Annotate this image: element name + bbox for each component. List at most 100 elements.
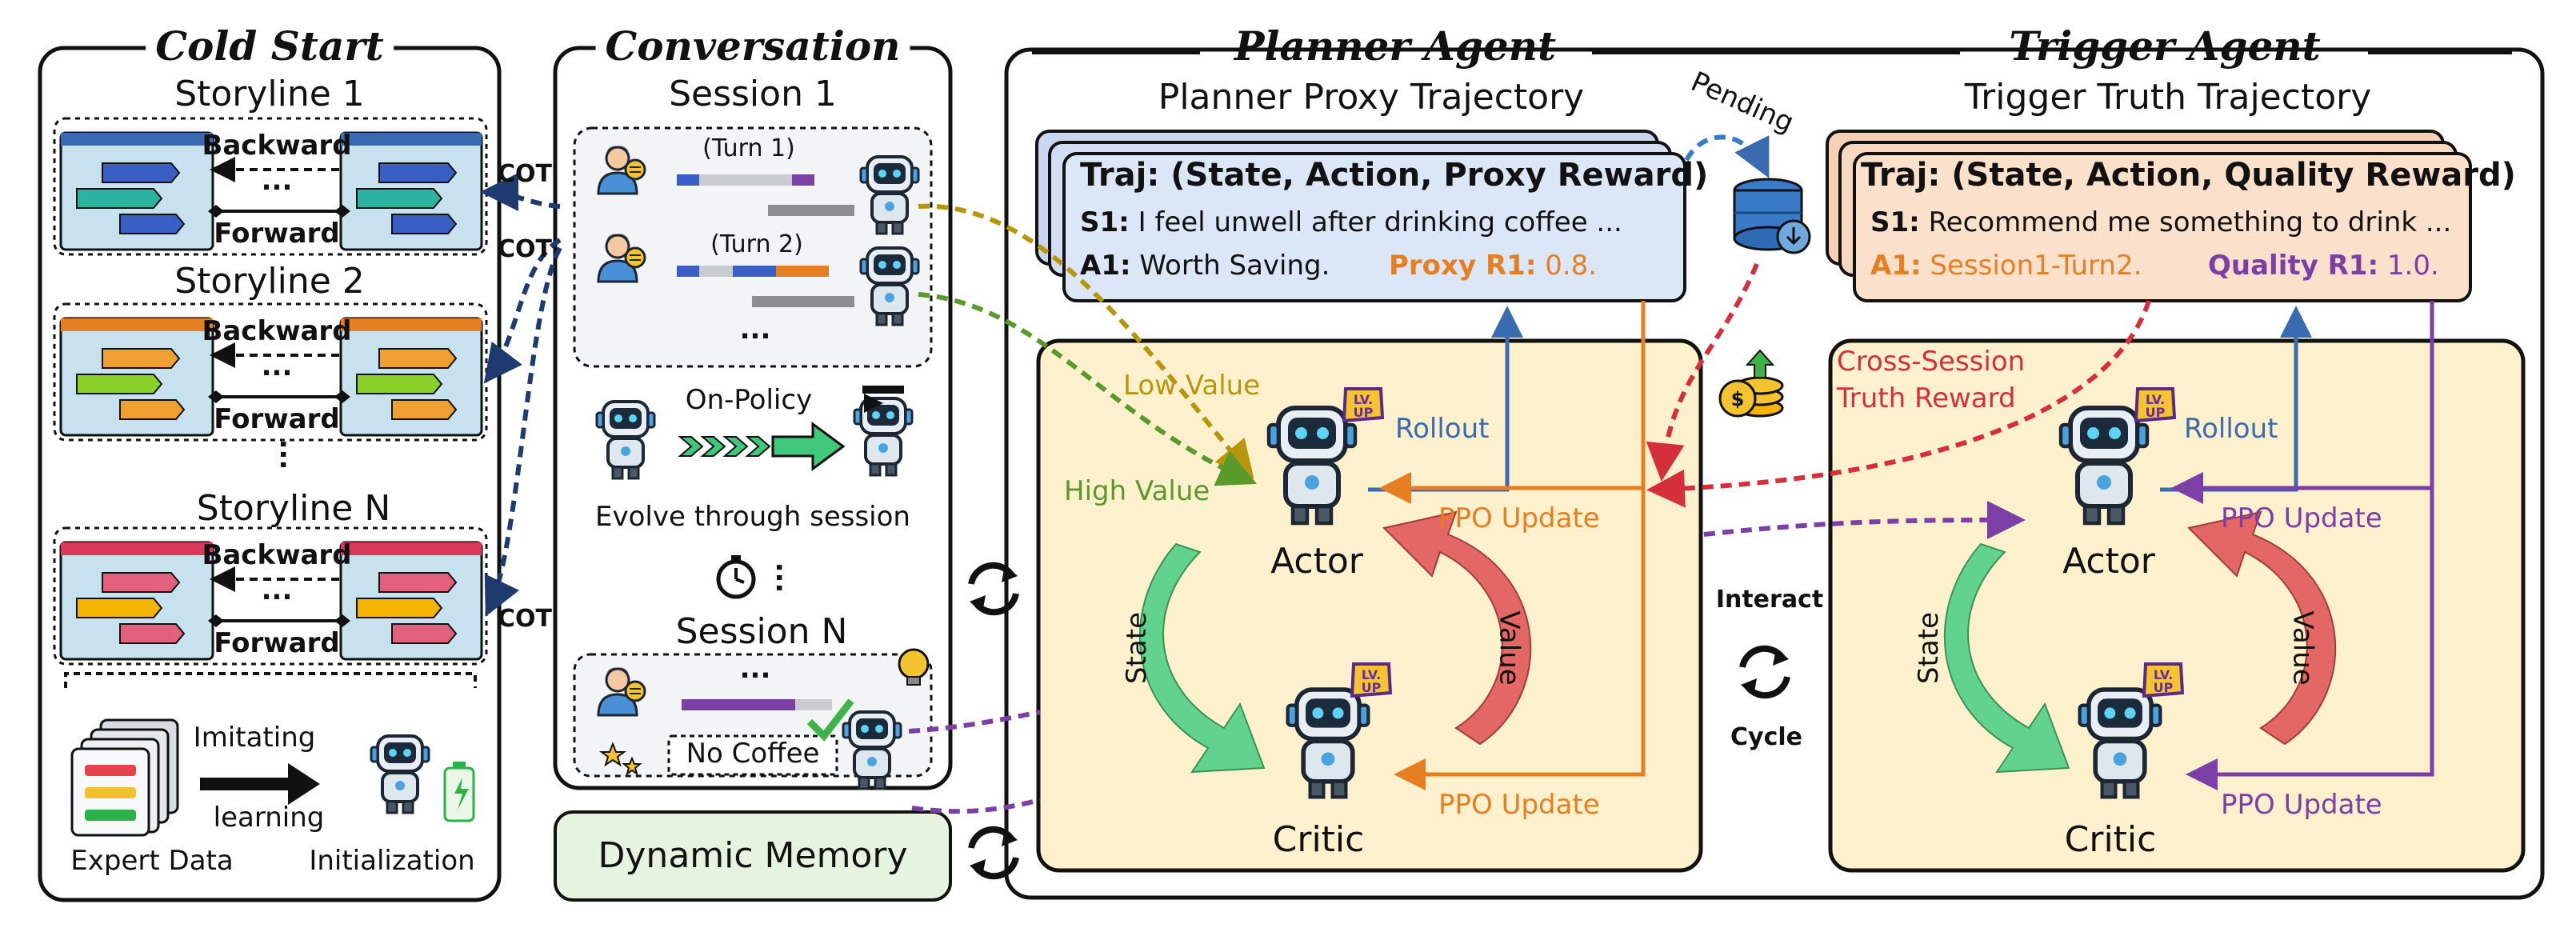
cold-start-title: Cold Start [146, 22, 394, 70]
on-policy-arrow [678, 422, 846, 471]
forward-label: Forward [214, 403, 340, 435]
truth-a1-key: A1: [1870, 250, 1922, 282]
stars-icon [599, 742, 642, 776]
planner-ppo-update-arrow [1394, 301, 1646, 790]
trigger-critic-label: Critic [2064, 819, 2157, 860]
proxy-trajectory-card [1035, 130, 1686, 302]
cot-arrow-2 [483, 238, 562, 384]
trigger-ppo-update-label: PPO Update [2221, 789, 2382, 821]
forward-label: Forward [214, 218, 340, 250]
svg-text:$: $ [1731, 388, 1745, 410]
proxy-a1-key: A1: [1080, 250, 1131, 282]
planner-ppo-update-label: PPO Update [1438, 789, 1600, 821]
learning-label: learning [213, 802, 325, 834]
session-n-ellipsis: ... [739, 653, 771, 685]
truth-a1-text: Session1-Turn2. [1930, 250, 2142, 282]
evolve-label: Evolve through session [595, 501, 910, 533]
forward-label: Forward [214, 627, 340, 659]
truth-r1-value: 1.0. [2386, 250, 2439, 282]
dynamic-memory-box [554, 810, 952, 902]
imitation-bracket [64, 672, 477, 688]
planner-value-label: Value [1493, 610, 1526, 686]
proxy-a1-text: Worth Saving. [1139, 250, 1330, 282]
check-icon [806, 698, 854, 742]
cycle-label: Cycle [1730, 723, 1802, 751]
pending-to-planner-arrow [1646, 262, 1759, 482]
planner-state-arrow [1138, 542, 1266, 774]
turn-1-bar [677, 174, 854, 216]
low-value-label: Low Value [1123, 370, 1261, 402]
trigger-value-label: Value [2286, 610, 2319, 686]
planner-critic-label: Critic [1272, 819, 1365, 860]
trigger-state-label: State [1913, 612, 1945, 684]
imitating-arrow [200, 763, 320, 805]
no-coffee-label: No Coffee [686, 738, 820, 770]
turn-2-label: (Turn 2) [710, 230, 803, 258]
high-value-label: High Value [1064, 475, 1210, 507]
proxy-traj-heading: Traj: (State, Action, Proxy Reward) [1080, 157, 1709, 194]
backward-label: Backward [202, 130, 352, 162]
dynamic-memory-label: Dynamic Memory [598, 835, 908, 876]
planner-value-arrow [1382, 510, 1532, 746]
session-n-label: Session N [675, 611, 848, 652]
ellipsis: ... [261, 574, 293, 606]
vertical-ellipsis: ... [274, 438, 306, 470]
imitating-label: Imitating [193, 722, 316, 754]
on-policy-label: On-Policy [685, 384, 813, 416]
truth-r1-key: Quality R1: [2208, 250, 2379, 282]
cross-session-label: Cross-Session [1837, 346, 2026, 378]
planner-proxy-subtitle: Planner Proxy Trajectory [1158, 77, 1585, 118]
memory-link-arrow [911, 798, 1041, 814]
trigger-ppo-update-label: PPO Update [2221, 502, 2382, 534]
truth-s1-key: S1: [1870, 206, 1920, 238]
cross-session-reward-arrow [1646, 300, 2151, 508]
trigger-ppo-update-arrow [2186, 301, 2434, 790]
storyline-2-box [53, 302, 488, 442]
storyline-n-label: Storyline N [196, 488, 391, 529]
conversation-title: Conversation [595, 22, 910, 70]
lvup-badge-icon [2134, 387, 2176, 422]
planner-agent-title: Planner Agent [1234, 22, 1557, 70]
trigger-state-arrow [1943, 542, 2070, 774]
proxy-s1-text: I feel unwell after drinking coffee ... [1138, 206, 1622, 238]
planner-ppo-update-label: PPO Update [1438, 502, 1600, 534]
planner-rollout-label: Rollout [1395, 413, 1490, 445]
session-n-to-planner-arrow [908, 710, 1041, 734]
pending-arrow [1684, 134, 1770, 178]
planner-actor-label: Actor [1270, 541, 1363, 582]
proxy-s1-key: S1: [1080, 206, 1130, 238]
cot-label: COT [498, 160, 552, 188]
planner-state-label: State [1121, 612, 1153, 684]
interact-label: Interact [1715, 586, 1824, 614]
proxy-r1-key: Proxy R1: [1389, 250, 1537, 282]
lightbulb-icon [898, 648, 930, 686]
trigger-rollout-label: Rollout [2184, 413, 2278, 445]
cot-label: COT [498, 235, 552, 263]
vertical-ellipsis: ... [770, 562, 802, 594]
backward-label: Backward [202, 539, 352, 571]
session-n-bar [682, 699, 795, 710]
high-value-arrow [918, 292, 1257, 486]
truth-traj-heading: Traj: (State, Action, Quality Reward) [1861, 157, 2516, 194]
storyline-n-box [53, 526, 488, 666]
storyline-1-box [53, 117, 488, 256]
lvup-badge-icon [2142, 662, 2184, 698]
ellipsis: ... [261, 165, 293, 197]
expert-data-icon [70, 718, 179, 837]
turn-2-bar [677, 266, 854, 307]
session-ellipsis: ... [739, 314, 771, 346]
backward-label: Backward [202, 315, 352, 347]
truth-reward-label: Truth Reward [1837, 382, 2016, 414]
proxy-r1-value: 0.8. [1545, 250, 1598, 282]
trigger-update-box [1828, 338, 2526, 873]
initialization-label: Initialization [309, 845, 475, 877]
ellipsis: ... [261, 350, 293, 382]
coins-icon: $ [1718, 349, 1784, 418]
session-1-label: Session 1 [669, 74, 837, 114]
cot-arrow-1 [480, 173, 561, 212]
trigger-truth-subtitle: Trigger Truth Trajectory [1964, 77, 2372, 118]
turn-1-label: (Turn 1) [702, 134, 795, 162]
battery-icon [443, 762, 475, 822]
stopwatch-icon [716, 555, 756, 599]
